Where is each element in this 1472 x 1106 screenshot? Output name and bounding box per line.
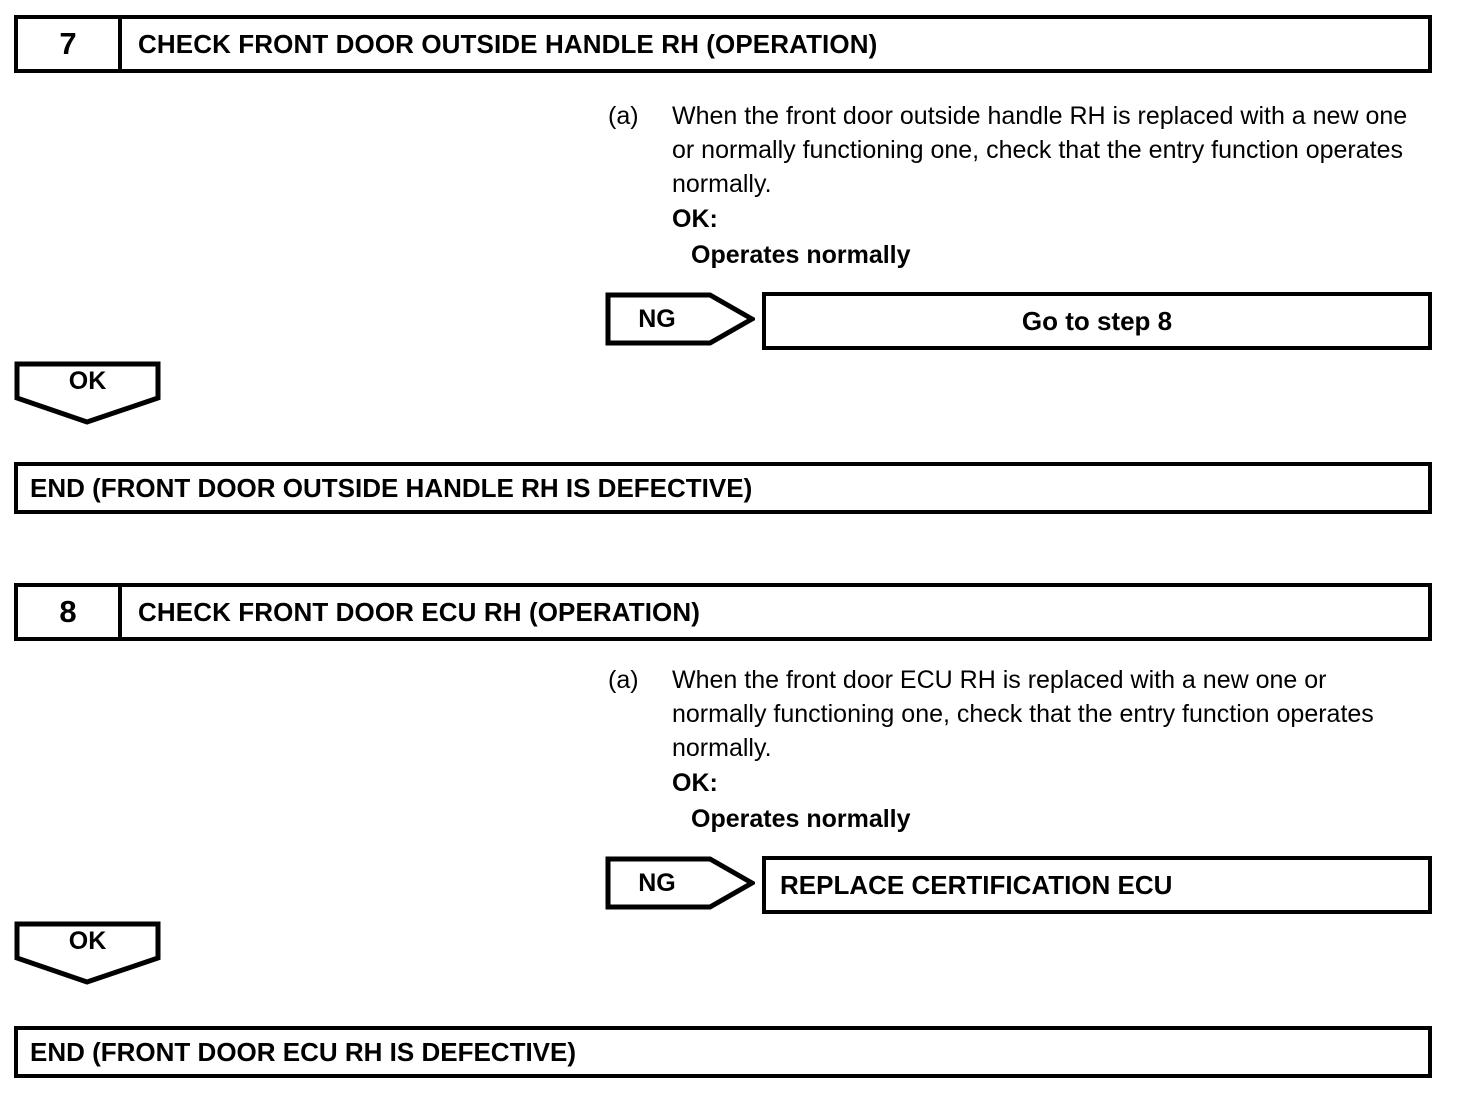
step-8-ok-label: OK:	[672, 769, 718, 797]
step-7-ng-result: Go to step 8	[762, 292, 1432, 350]
step-8-end-box: END (FRONT DOOR ECU RH IS DEFECTIVE)	[14, 1026, 1432, 1078]
step-7-ok-arrow: OK	[14, 361, 161, 425]
step-header-8: 8 CHECK FRONT DOOR ECU RH (OPERATION)	[14, 583, 1432, 641]
step-7-ng-label: NG	[638, 304, 676, 333]
step-7-instruction-text: When the front door outside handle RH is…	[672, 102, 1408, 198]
step-7-ok-arrow-label: OK	[68, 366, 107, 395]
step-8-ok-value: Operates normally	[691, 805, 911, 833]
step-8-end-label: END (FRONT DOOR ECU RH IS DEFECTIVE)	[30, 1036, 577, 1067]
step-8-instruction-marker: (a)	[608, 666, 639, 694]
step-7-instruction-body: When the front door outside handle RH is…	[672, 99, 1424, 273]
step-7-ok-label: OK:	[672, 205, 718, 233]
step-number-8: 8	[18, 587, 122, 637]
step-7-ng-result-label: Go to step 8	[1021, 305, 1173, 336]
step-8-ok-arrow: OK	[14, 921, 161, 985]
ok-arrow-icon	[14, 921, 161, 985]
step-8-instruction-body: When the front door ECU RH is replaced w…	[672, 663, 1424, 837]
step-title-8: CHECK FRONT DOOR ECU RH (OPERATION)	[138, 596, 701, 627]
ok-arrow-icon	[14, 361, 161, 425]
ng-arrow-icon	[605, 292, 755, 346]
step-8-ng-label: NG	[638, 868, 676, 897]
step-8-ok-arrow-label: OK	[68, 926, 107, 955]
step-8-ng-result: REPLACE CERTIFICATION ECU	[762, 856, 1432, 914]
step-8-ng-result-label: REPLACE CERTIFICATION ECU	[780, 869, 1173, 900]
step-7-instruction-marker: (a)	[608, 102, 639, 130]
step-7-end-label: END (FRONT DOOR OUTSIDE HANDLE RH IS DEF…	[30, 472, 753, 503]
step-header-7: 7 CHECK FRONT DOOR OUTSIDE HANDLE RH (OP…	[14, 15, 1432, 73]
step-8-instruction: (a) When the front door ECU RH is replac…	[608, 663, 1424, 837]
step-title-7: CHECK FRONT DOOR OUTSIDE HANDLE RH (OPER…	[138, 28, 878, 59]
step-7-ok-value: Operates normally	[691, 241, 911, 269]
step-8-ng-arrow: NG	[605, 856, 755, 910]
step-number-7: 7	[18, 19, 122, 69]
step-8-instruction-text: When the front door ECU RH is replaced w…	[672, 666, 1374, 762]
step-7-ng-arrow: NG	[605, 292, 755, 346]
ng-arrow-icon	[605, 856, 755, 910]
step-7-instruction: (a) When the front door outside handle R…	[608, 99, 1424, 273]
step-7-end-box: END (FRONT DOOR OUTSIDE HANDLE RH IS DEF…	[14, 462, 1432, 514]
